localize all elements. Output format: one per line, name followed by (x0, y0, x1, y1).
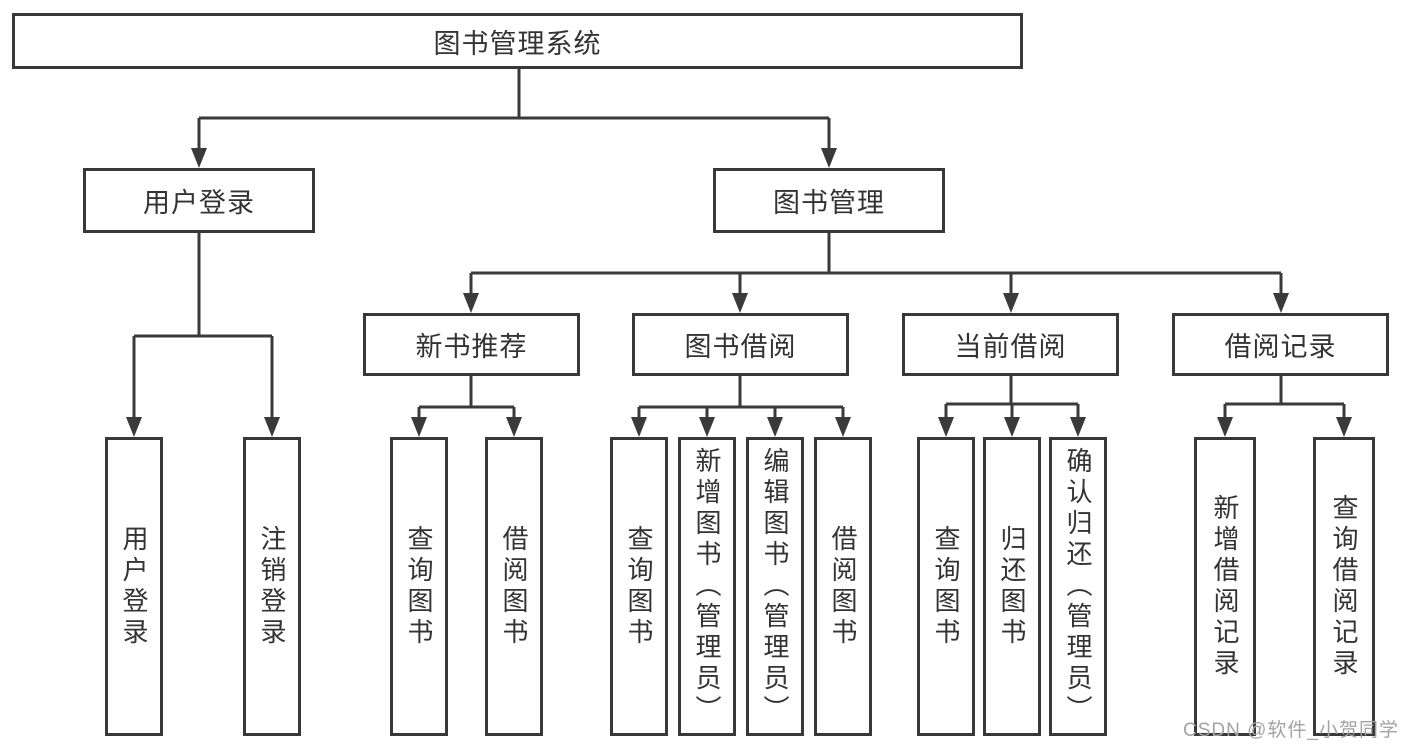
node-label: 当前借阅 (954, 332, 1067, 362)
node-label: 注销登录 (257, 524, 287, 649)
connector-borrow-records-branch (1217, 376, 1352, 437)
arrow-down-icon (699, 417, 715, 437)
leaf-confirm-return-admin: 确认归还（管理员） (1049, 437, 1107, 736)
arrow-down-icon (1003, 293, 1019, 313)
arrow-down-icon (938, 417, 954, 437)
node-label: 编辑图书（管理员） (760, 447, 790, 726)
leaf-add-borrow-record: 新增借阅记录 (1194, 437, 1256, 736)
arrow-down-icon (506, 417, 522, 437)
node-label: 用户登录 (143, 188, 255, 218)
node-label: 查询图书 (931, 524, 961, 649)
arrow-down-icon (191, 148, 207, 168)
arrow-down-icon (126, 417, 142, 437)
arrow-down-icon (835, 417, 851, 437)
leaf-user-login: 用户登录 (105, 437, 163, 736)
node-book-mgmt: 图书管理 (713, 168, 945, 233)
node-borrow-records: 借阅记录 (1172, 313, 1389, 376)
node-label: 查询图书 (624, 524, 654, 649)
connector-current-borrow-branch (938, 376, 1086, 437)
arrow-down-icon (1273, 293, 1289, 313)
leaf-borrow-books-2: 借阅图书 (814, 437, 872, 736)
arrow-down-icon (1217, 417, 1233, 437)
connector-root-branch (191, 69, 837, 168)
connector-book-borrow-branch (631, 376, 851, 437)
node-book-borrow: 图书借阅 (632, 313, 849, 376)
node-label: 新增借阅记录 (1210, 493, 1240, 680)
node-label: 图书借阅 (684, 332, 797, 362)
leaf-return-books: 归还图书 (983, 437, 1041, 736)
leaf-add-books-admin: 新增图书（管理员） (678, 437, 736, 736)
node-label: 图书管理 (773, 188, 885, 218)
connector-new-books-branch (411, 376, 522, 437)
arrow-down-icon (1004, 417, 1020, 437)
arrow-down-icon (631, 417, 647, 437)
node-label: 借阅记录 (1224, 332, 1337, 362)
arrow-down-icon (1336, 417, 1352, 437)
arrow-down-icon (821, 148, 837, 168)
arrow-down-icon (463, 293, 479, 313)
arrow-down-icon (411, 417, 427, 437)
arrow-down-icon (1070, 417, 1086, 437)
leaf-query-books-3: 查询图书 (917, 437, 975, 736)
connector-book-mgmt-branch (463, 233, 1289, 313)
node-new-books: 新书推荐 (363, 313, 580, 376)
node-label: 新增图书（管理员） (692, 447, 722, 726)
leaf-query-books-1: 查询图书 (390, 437, 448, 736)
node-root: 图书管理系统 (12, 13, 1023, 69)
node-label: 查询借阅记录 (1329, 493, 1359, 680)
node-label: 确认归还（管理员） (1063, 447, 1093, 726)
node-current-borrow: 当前借阅 (902, 313, 1119, 376)
node-label: 归还图书 (997, 524, 1027, 649)
connector-user-login-branch (126, 233, 280, 437)
node-label: 查询图书 (404, 524, 434, 649)
leaf-edit-books-admin: 编辑图书（管理员） (746, 437, 804, 736)
leaf-query-borrow-record: 查询借阅记录 (1313, 437, 1375, 736)
node-label: 新书推荐 (415, 332, 528, 362)
node-label: 图书管理系统 (433, 28, 602, 59)
arrow-down-icon (732, 293, 748, 313)
node-user-login: 用户登录 (83, 168, 315, 233)
node-label: 借阅图书 (828, 524, 858, 649)
watermark: CSDN @软件_小贺同学 (1183, 720, 1399, 741)
arrow-down-icon (767, 417, 783, 437)
leaf-logout: 注销登录 (243, 437, 301, 736)
node-label: 借阅图书 (499, 524, 529, 649)
node-label: 用户登录 (119, 524, 149, 649)
arrow-down-icon (264, 417, 280, 437)
leaf-borrow-books-1: 借阅图书 (485, 437, 543, 736)
leaf-query-books-2: 查询图书 (610, 437, 668, 736)
